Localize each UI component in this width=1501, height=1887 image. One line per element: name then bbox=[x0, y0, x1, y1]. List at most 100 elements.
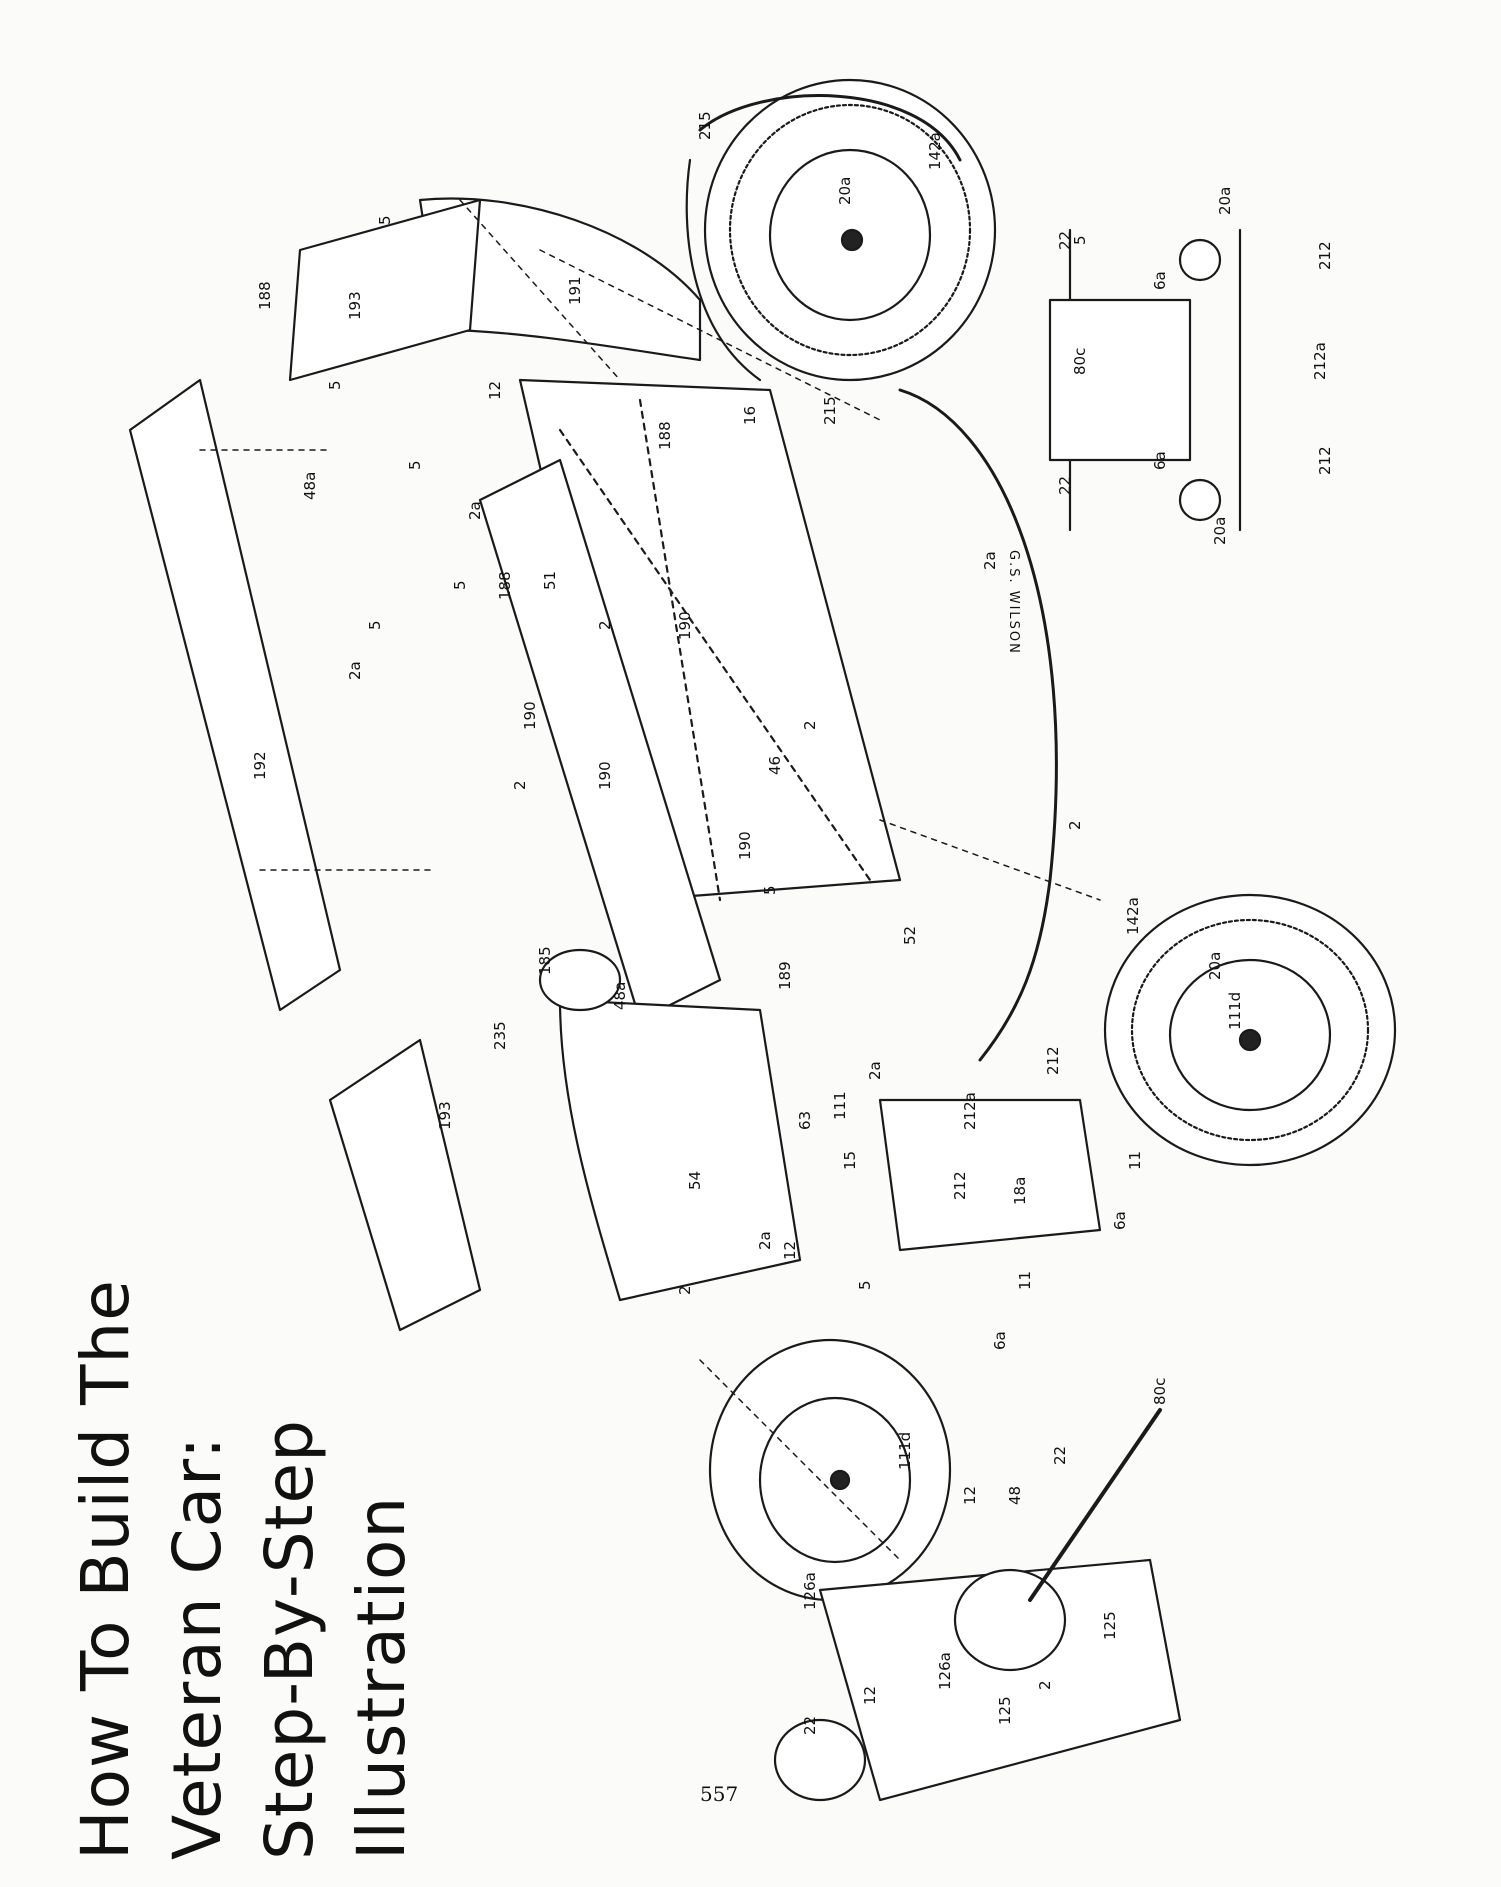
part-label: 6a bbox=[1151, 451, 1169, 470]
part-label: 190 bbox=[596, 761, 614, 790]
part-label: 11 bbox=[1016, 1271, 1034, 1290]
part-label: 2a bbox=[756, 1231, 774, 1250]
part-label: 111d bbox=[1226, 992, 1244, 1030]
part-label: 22 bbox=[1056, 476, 1074, 495]
part-label: 48a bbox=[611, 982, 629, 1010]
page-title: How To Build The Veteran Car: Step-By-St… bbox=[60, 1040, 428, 1860]
part-label: 5 bbox=[451, 580, 469, 590]
part-label: 125 bbox=[996, 1696, 1014, 1725]
part-label: 48a bbox=[301, 472, 319, 500]
part-label: 111 bbox=[831, 1091, 849, 1120]
rear-wheel-top bbox=[685, 78, 997, 382]
part-label: 12 bbox=[486, 381, 504, 400]
part-label: 126a bbox=[936, 1652, 954, 1690]
part-label: 48 bbox=[1006, 1486, 1024, 1505]
part-label: 189 bbox=[776, 961, 794, 990]
front-axle-assembly bbox=[878, 1098, 1102, 1252]
part-label: 212a bbox=[961, 1092, 979, 1130]
part-label: 188 bbox=[496, 571, 514, 600]
part-label: 12 bbox=[961, 1486, 979, 1505]
part-label: 190 bbox=[676, 611, 694, 640]
roof-plate bbox=[128, 378, 342, 1012]
part-label: 190 bbox=[521, 701, 539, 730]
part-label: 20a bbox=[1216, 187, 1234, 215]
part-label: 212 bbox=[1044, 1046, 1062, 1075]
part-label: 125 bbox=[1101, 1611, 1119, 1640]
running-board bbox=[898, 388, 1058, 1062]
part-label: 12 bbox=[781, 1241, 799, 1260]
part-label: 5 bbox=[761, 885, 779, 895]
windscreen-plate bbox=[328, 1038, 482, 1332]
part-label: 142a bbox=[926, 132, 944, 170]
title-line-2: Veteran Car: bbox=[159, 1435, 236, 1860]
part-label: 54 bbox=[686, 1171, 704, 1190]
part-label: 20a bbox=[1206, 952, 1224, 980]
part-label: 6a bbox=[1151, 271, 1169, 290]
part-label: 2 bbox=[801, 720, 819, 730]
part-label: 188 bbox=[656, 421, 674, 450]
page-number: 557 bbox=[700, 1782, 739, 1806]
part-label: 192 bbox=[251, 751, 269, 780]
part-label: 80c bbox=[1071, 348, 1089, 375]
part-label: 15 bbox=[841, 1151, 859, 1170]
front-wheel-left bbox=[708, 1338, 952, 1602]
steering-wheel bbox=[538, 948, 622, 1012]
part-label: 12 bbox=[861, 1686, 879, 1705]
part-label: 190 bbox=[736, 831, 754, 860]
part-label: 6a bbox=[1111, 1211, 1129, 1230]
part-label: 2 bbox=[511, 780, 529, 790]
part-label: 5 bbox=[366, 620, 384, 630]
part-label: 142a bbox=[1124, 897, 1142, 935]
part-label: 2a bbox=[346, 661, 364, 680]
part-label: 2a bbox=[981, 551, 999, 570]
part-label: 5 bbox=[1071, 235, 1089, 245]
artist-signature: G.S. WILSON bbox=[1006, 550, 1021, 655]
part-label: 185 bbox=[536, 946, 554, 975]
part-label: 2a bbox=[866, 1061, 884, 1080]
part-label: 2 bbox=[1066, 820, 1084, 830]
title-line-3: Step-By-Step bbox=[251, 1419, 328, 1860]
part-label: 46 bbox=[766, 756, 784, 775]
part-label: 193 bbox=[346, 291, 364, 320]
title-line-1: How To Build The bbox=[67, 1279, 144, 1860]
part-label: 2a bbox=[466, 501, 484, 520]
part-label: 18a bbox=[1011, 1177, 1029, 1205]
part-label: 63 bbox=[796, 1111, 814, 1130]
part-label: 52 bbox=[901, 926, 919, 945]
part-label: 22 bbox=[1051, 1446, 1069, 1465]
part-label: 215 bbox=[696, 111, 714, 140]
part-label: 215 bbox=[821, 396, 839, 425]
part-label: 191 bbox=[566, 276, 584, 305]
part-label: 193 bbox=[436, 1101, 454, 1130]
part-label: 16 bbox=[741, 406, 759, 425]
part-label: 5 bbox=[326, 380, 344, 390]
part-label: 5 bbox=[376, 215, 394, 225]
part-label: 2 bbox=[676, 1285, 694, 1295]
part-label: 80c bbox=[1151, 1378, 1169, 1405]
part-label: 11 bbox=[1126, 1151, 1144, 1170]
part-label: 188 bbox=[256, 281, 274, 310]
part-label: 2 bbox=[596, 620, 614, 630]
part-label: 5 bbox=[406, 460, 424, 470]
part-label: 235 bbox=[491, 1021, 509, 1050]
body-side bbox=[478, 458, 722, 1022]
part-label: 212 bbox=[1316, 446, 1334, 475]
part-label: 20a bbox=[836, 177, 854, 205]
front-bumper-assembly bbox=[818, 1558, 1182, 1802]
inset-steering-diagram bbox=[1048, 228, 1242, 532]
title-line-4: Illustration bbox=[343, 1495, 420, 1860]
part-label: 212 bbox=[1316, 241, 1334, 270]
bonnet bbox=[558, 998, 802, 1302]
part-label: 111d bbox=[896, 1432, 914, 1470]
part-label: 126a bbox=[801, 1572, 819, 1610]
front-wheel-right bbox=[1103, 893, 1397, 1167]
part-label: 22 bbox=[801, 1716, 819, 1735]
seat-back-bracket bbox=[288, 198, 482, 382]
part-label: 212a bbox=[1311, 342, 1329, 380]
part-label: 5 bbox=[856, 1280, 874, 1290]
part-label: 2 bbox=[1036, 1680, 1054, 1690]
part-label: 6a bbox=[991, 1331, 1009, 1350]
part-label: 20a bbox=[1211, 517, 1229, 545]
